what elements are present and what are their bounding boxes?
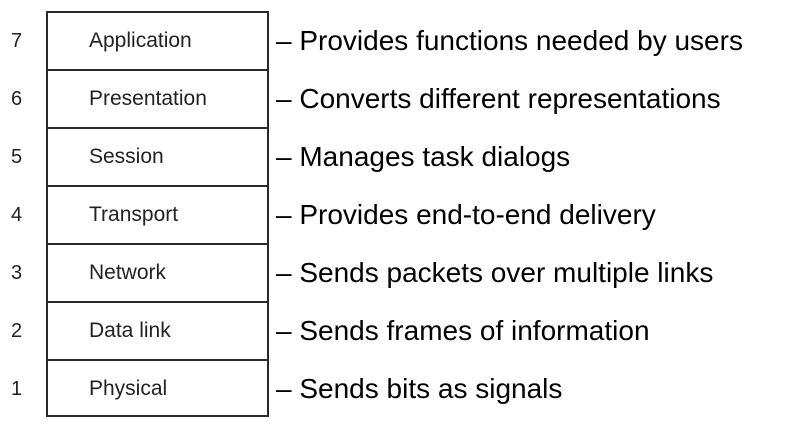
layer-row-7: 7 Application – Provides functions neede… xyxy=(0,12,807,70)
layer-description: – Provides end-to-end delivery xyxy=(276,199,656,230)
layer-description: – Sends frames of information xyxy=(276,315,650,346)
layer-row-6: 6 Presentation – Converts different repr… xyxy=(0,70,807,128)
layer-divider xyxy=(46,301,269,303)
layer-number: 2 xyxy=(11,320,23,342)
layer-row-3: 3 Network – Sends packets over multiple … xyxy=(0,244,807,302)
layer-number: 4 xyxy=(11,204,23,226)
layer-name: Network xyxy=(89,261,167,284)
layer-divider xyxy=(46,127,269,129)
layer-description: – Converts different representations xyxy=(276,83,721,114)
layer-divider xyxy=(46,243,269,245)
layer-name: Data link xyxy=(89,319,171,342)
layer-description: – Sends bits as signals xyxy=(276,373,563,404)
layer-number: 1 xyxy=(11,378,23,400)
layer-row-2: 2 Data link – Sends frames of informatio… xyxy=(0,302,807,360)
layer-number: 7 xyxy=(11,30,23,52)
layer-stack-box xyxy=(46,11,269,417)
layer-name: Transport xyxy=(89,203,179,226)
layer-row-5: 5 Session – Manages task dialogs xyxy=(0,128,807,186)
layer-name: Presentation xyxy=(89,87,207,110)
layer-name: Application xyxy=(89,29,192,52)
layer-divider xyxy=(46,359,269,361)
layer-row-1: 1 Physical – Sends bits as signals xyxy=(0,360,807,418)
layer-row-4: 4 Transport – Provides end-to-end delive… xyxy=(0,186,807,244)
layer-number: 5 xyxy=(11,146,23,168)
layer-divider xyxy=(46,69,269,71)
layer-name: Physical xyxy=(89,377,168,400)
layer-name: Session xyxy=(89,145,164,168)
layer-number: 6 xyxy=(11,88,23,110)
layer-divider xyxy=(46,185,269,187)
layer-number: 3 xyxy=(11,262,23,284)
layer-description: – Sends packets over multiple links xyxy=(276,257,714,288)
layer-description: – Manages task dialogs xyxy=(276,141,571,172)
layer-description: – Provides functions needed by users xyxy=(276,25,743,56)
